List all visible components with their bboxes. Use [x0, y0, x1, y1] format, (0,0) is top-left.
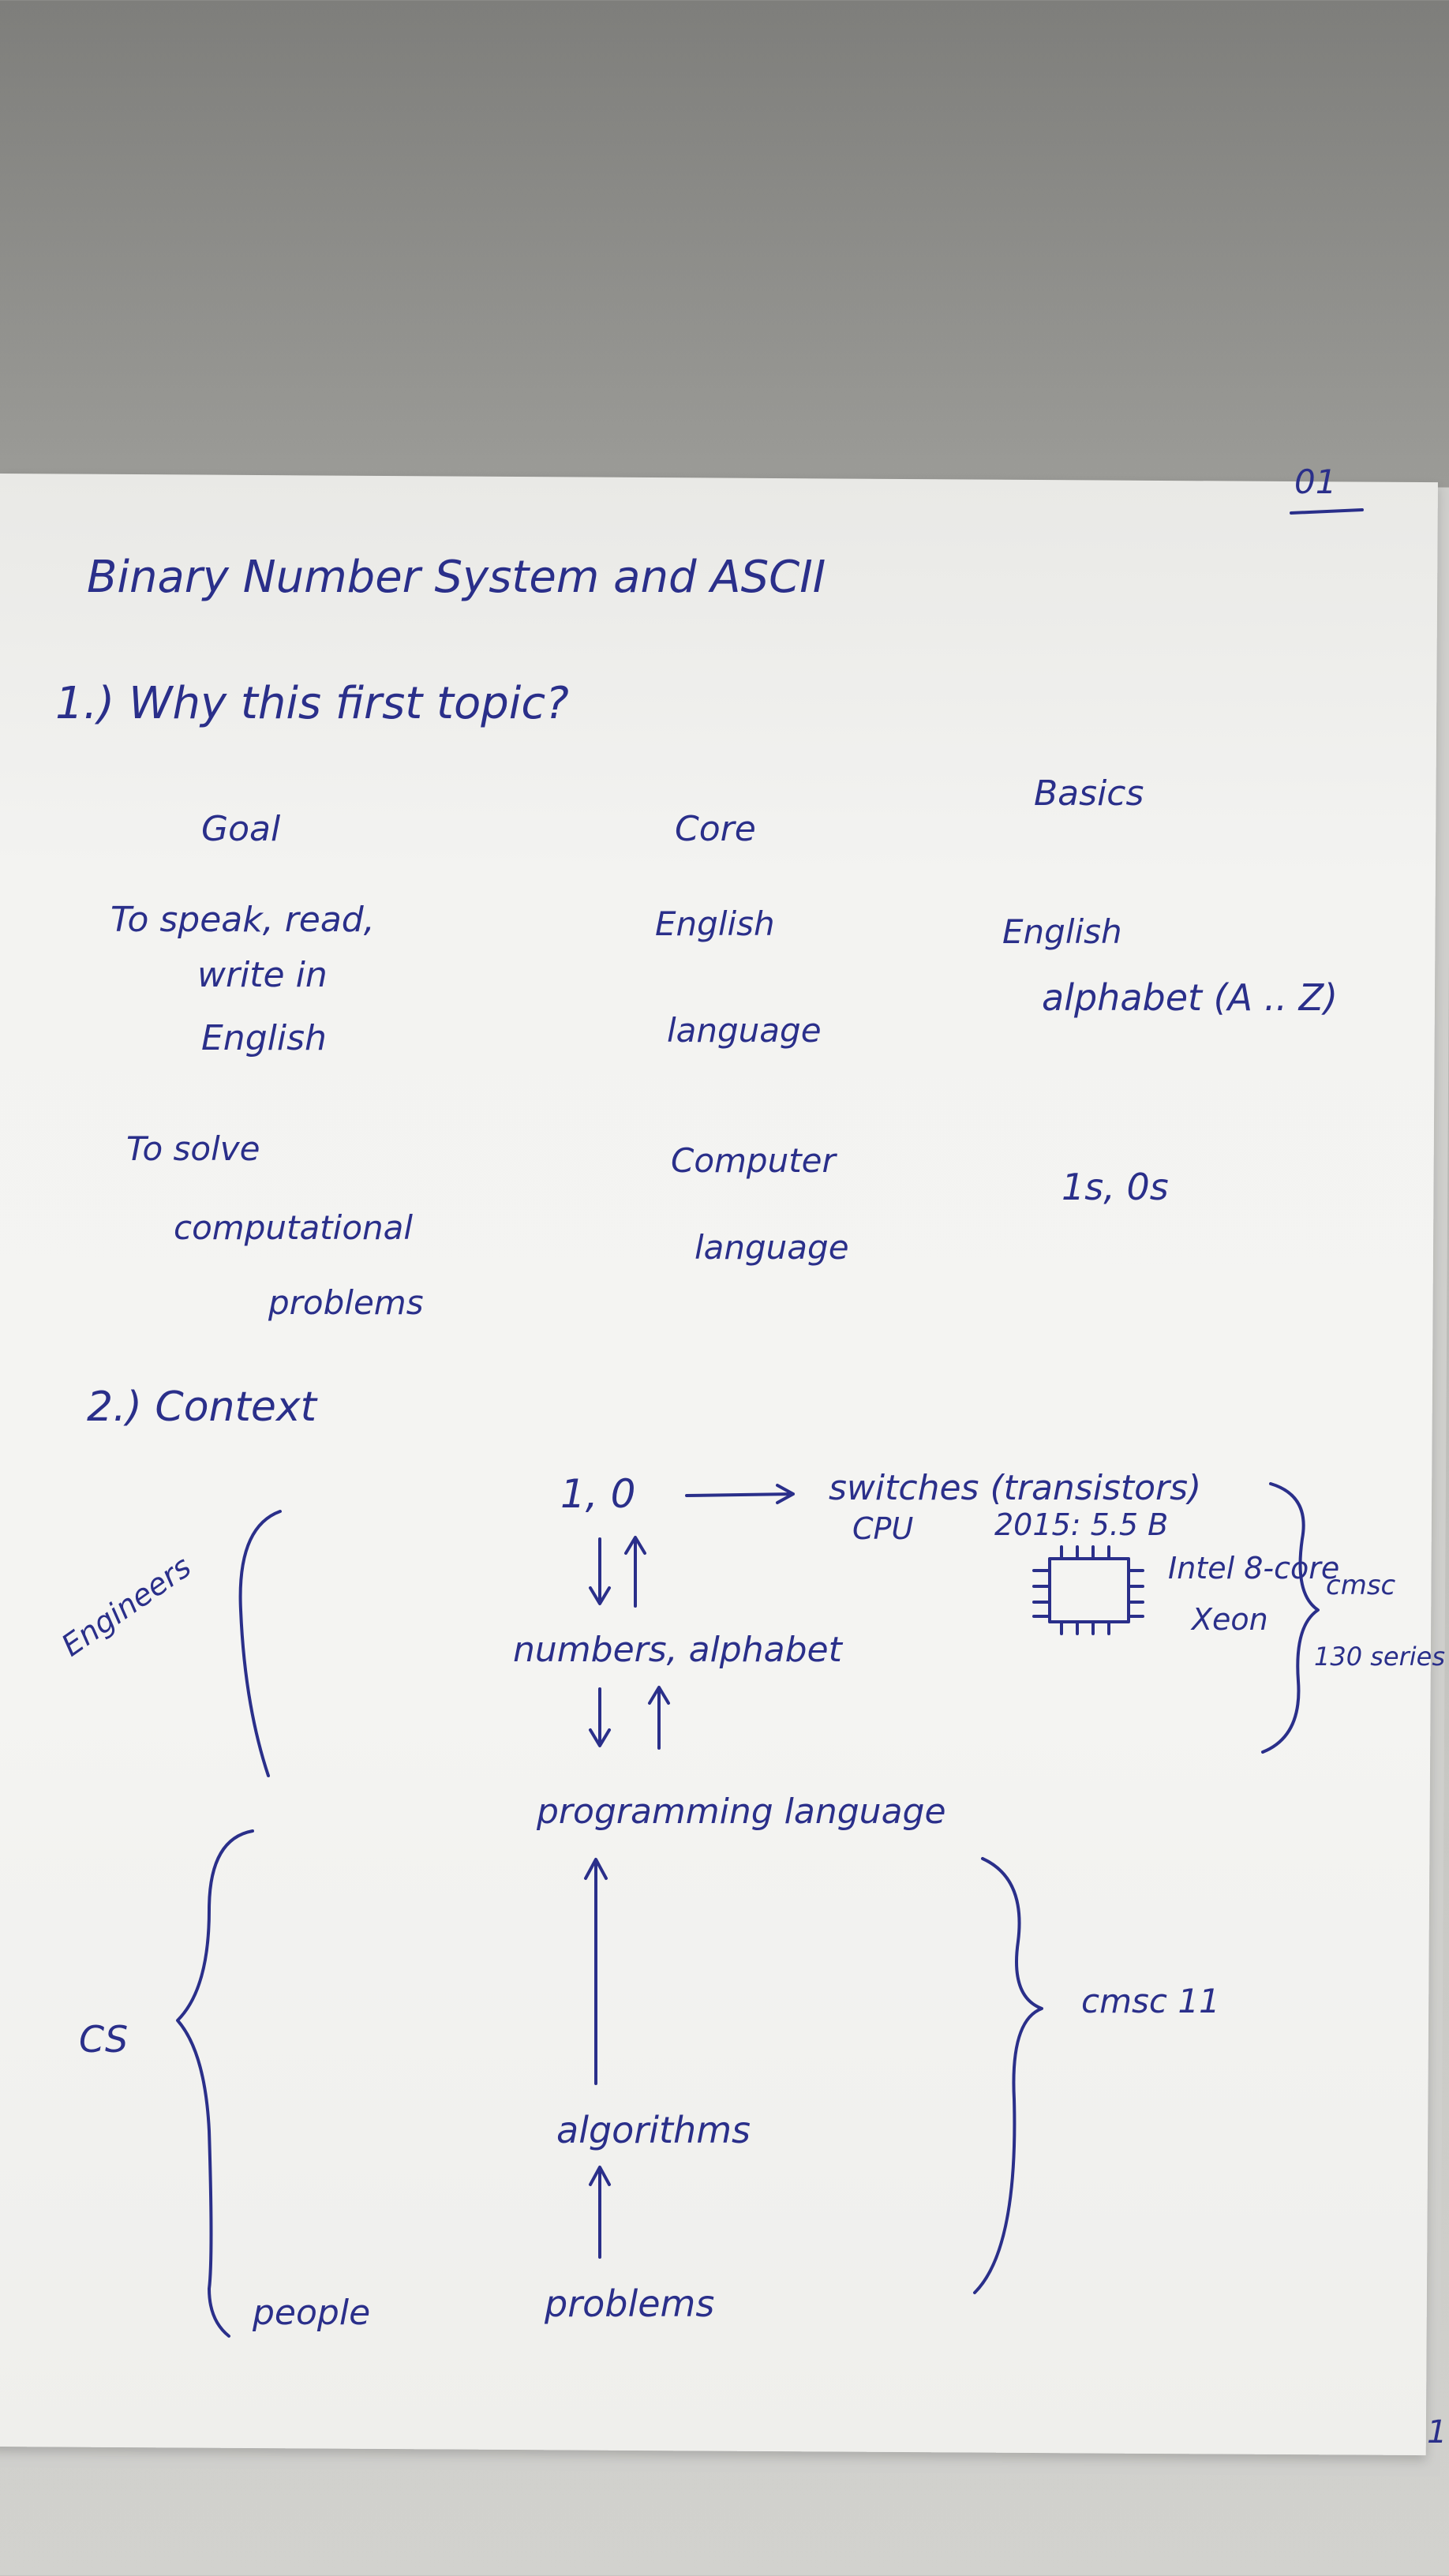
corner-mark: 1	[1427, 2414, 1447, 2451]
row1-goal-line3: English	[201, 1018, 327, 1058]
page-number-underline	[1290, 508, 1364, 515]
row1-basics-line2: alphabet (A .. Z)	[1042, 976, 1338, 1019]
algorithms-label: algorithms	[556, 2109, 751, 2151]
page-number: 01	[1294, 462, 1336, 501]
row1-basics-line1: English	[1002, 912, 1122, 951]
people-label: people	[252, 2293, 370, 2333]
cpu-chip-icon	[1032, 1545, 1144, 1635]
cmsc-upper-label: cmsc	[1326, 1570, 1396, 1601]
row2-core-line2: language	[695, 1228, 849, 1267]
arrow-up-icon	[624, 1536, 646, 1608]
page-title: Binary Number System and ASCII	[87, 552, 826, 603]
year-count-label: 2015: 5.5 B	[994, 1507, 1168, 1542]
left-bracket-engineers	[238, 1510, 282, 1777]
row1-core-line2: language	[667, 1011, 822, 1050]
cs-label: CS	[79, 2018, 128, 2061]
column-goal: Goal	[201, 809, 281, 849]
left-brace-cs	[176, 1829, 254, 2338]
engineers-label: Engineers	[55, 1549, 197, 1663]
cpu-label: CPU	[852, 1511, 913, 1546]
row1-core-line1: English	[655, 904, 775, 943]
row1-goal-line1: To speak, read,	[110, 900, 375, 940]
row1-goal-line2: write in	[197, 955, 328, 995]
right-brace-lower	[973, 1857, 1043, 2294]
column-core: Core	[675, 809, 756, 849]
chip-line1: Intel 8-core	[1168, 1551, 1339, 1586]
chip-line2: Xeon	[1190, 1602, 1268, 1637]
numbers-alphabet-label: numbers, alphabet	[513, 1630, 844, 1670]
programming-language-label: programming language	[536, 1792, 946, 1832]
arrow-up-icon-2	[648, 1686, 670, 1750]
row2-goal-line3: problems	[268, 1283, 424, 1322]
right-brace-upper	[1261, 1482, 1320, 1754]
arrow-down-icon-2	[589, 1687, 611, 1747]
row2-core-line1: Computer	[671, 1141, 838, 1180]
cmsc-upper-series: 130 series	[1314, 1642, 1445, 1672]
cmsc-lower-label: cmsc 11	[1081, 1982, 1220, 2020]
arrow-up-short-icon	[589, 2166, 611, 2259]
arrow-right-icon	[685, 1484, 795, 1504]
row2-basics-line1: 1s, 0s	[1061, 1166, 1169, 1208]
arrow-up-long-icon	[584, 1858, 608, 2085]
column-basics: Basics	[1034, 773, 1144, 814]
row2-goal-line1: To solve	[126, 1129, 260, 1168]
bits-label: 1, 0	[560, 1471, 635, 1517]
row2-goal-line2: computational	[174, 1208, 413, 1247]
switches-label: switches (transistors)	[829, 1468, 1201, 1508]
arrow-down-icon	[589, 1537, 611, 1605]
problems-label: problems	[544, 2282, 714, 2325]
question-heading: 1.) Why this first topic?	[55, 678, 569, 729]
context-heading: 2.) Context	[87, 1383, 318, 1431]
